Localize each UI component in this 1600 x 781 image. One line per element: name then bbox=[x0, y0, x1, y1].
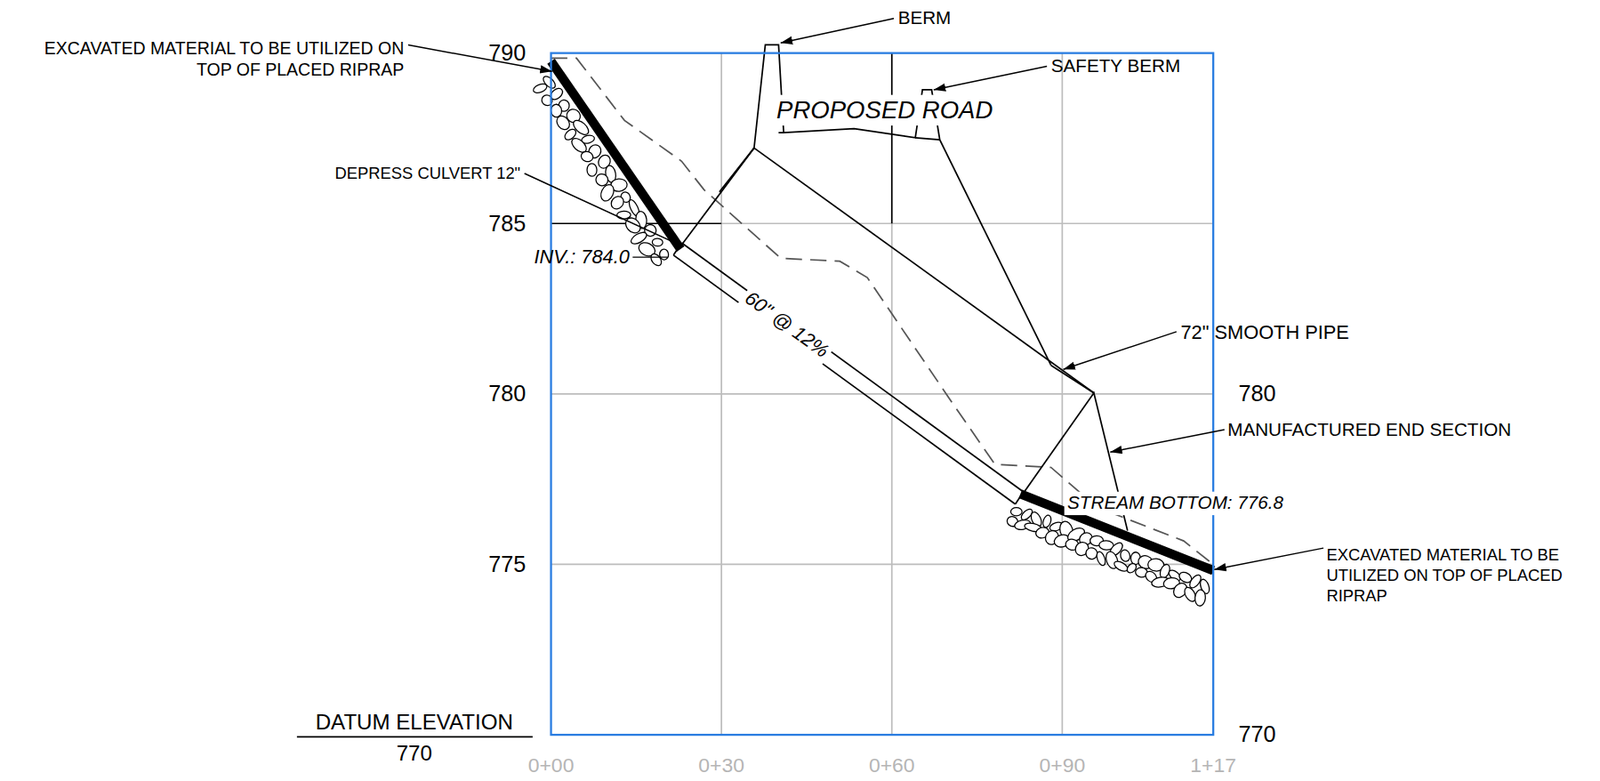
station-label: 0+00 bbox=[528, 752, 575, 779]
riprap-stone bbox=[649, 251, 665, 268]
station-label: 1+17 bbox=[1189, 752, 1237, 779]
invert-label: INV.: 784.0 bbox=[533, 245, 629, 270]
axis-label: 790 bbox=[488, 39, 526, 68]
culvert-pipe bbox=[673, 242, 1024, 505]
riprap-stone bbox=[1010, 507, 1022, 516]
riprap-stone bbox=[1118, 548, 1131, 563]
riprap-stone bbox=[651, 238, 663, 247]
station-label: 0+90 bbox=[1039, 752, 1086, 779]
elevation-label: STREAM BOTTOM: 776.8 bbox=[1064, 491, 1287, 515]
axis-label: 780 bbox=[1238, 379, 1276, 409]
datum-label: 770 bbox=[396, 739, 433, 767]
note-label: EXCAVATED MATERIAL TO BE UTILIZED ON TOP… bbox=[1326, 545, 1595, 607]
axis-label: 775 bbox=[488, 550, 526, 579]
axis-label: 780 bbox=[488, 379, 526, 409]
station-label: 0+30 bbox=[698, 752, 745, 779]
road-label: PROPOSED ROAD bbox=[773, 95, 997, 126]
riprap-stone bbox=[1112, 559, 1130, 574]
riprap bbox=[531, 74, 669, 268]
riprap-stone bbox=[608, 193, 627, 212]
callout-label: SAFETY BERM bbox=[1051, 55, 1181, 79]
axis-label: 785 bbox=[488, 209, 526, 238]
note-label: EXCAVATED MATERIAL TO BE UTILIZED ON TOP… bbox=[34, 37, 404, 81]
datum-underline bbox=[297, 736, 533, 739]
embankment bbox=[681, 44, 1127, 531]
station-label: 0+60 bbox=[868, 752, 916, 779]
axis-label: 770 bbox=[1238, 720, 1276, 749]
riprap-stone bbox=[531, 81, 548, 95]
riprap-stone bbox=[554, 113, 572, 133]
datum-label: DATUM ELEVATION bbox=[315, 708, 514, 736]
riprap-stone bbox=[586, 163, 597, 177]
callout-label: BERM bbox=[898, 7, 952, 31]
callout-label: MANUFACTURED END SECTION bbox=[1227, 418, 1512, 442]
callout-label: 72" SMOOTH PIPE bbox=[1180, 320, 1349, 345]
riprap-stone bbox=[579, 150, 595, 163]
callout-label: DEPRESS CULVERT 12" bbox=[335, 163, 522, 185]
riprap-stone bbox=[1094, 550, 1107, 567]
riprap-stone bbox=[1194, 589, 1207, 607]
excavated-material bbox=[551, 61, 682, 250]
grid bbox=[551, 53, 1215, 735]
leader-lines bbox=[408, 18, 1324, 571]
existing-ground bbox=[551, 57, 1215, 564]
pipe-dimension: 60" @ 12% bbox=[737, 284, 836, 366]
plot-frame bbox=[551, 53, 1215, 735]
